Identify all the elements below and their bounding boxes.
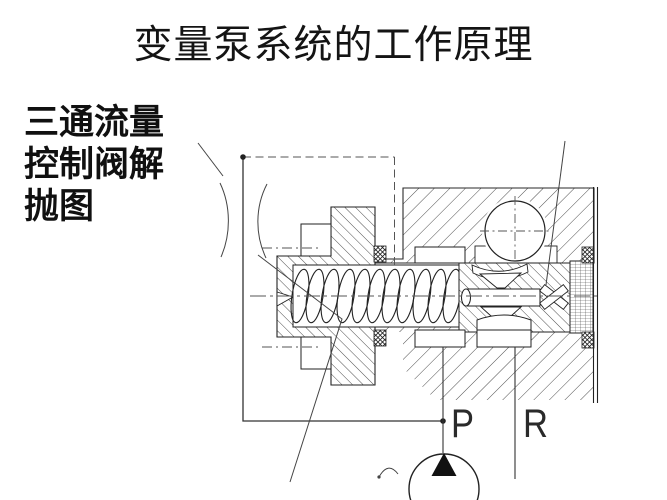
bypass-poppet (476, 314, 532, 331)
seal-ring-left-top (373, 245, 387, 263)
spring-leader (257, 254, 343, 483)
port-land-top (414, 246, 466, 264)
small-arc-dot (377, 475, 381, 479)
junction-dot-top (240, 154, 246, 160)
valve-body (250, 187, 600, 403)
pressure-line-frame (242, 157, 443, 422)
break-mark-left (219, 182, 229, 258)
port-p-label: P (451, 402, 474, 446)
page-title: 变量泵系统的工作原理 (133, 24, 534, 67)
seal-ring-right-top (581, 246, 595, 264)
spool-rod-nose (461, 288, 471, 307)
plug-cone-notch (276, 291, 295, 307)
caption-line-1: 三通流量 (24, 103, 165, 142)
plug-centerlines (262, 247, 322, 348)
port-land-p (414, 329, 466, 348)
small-arc-mark (378, 467, 399, 478)
adjusting-screw-knurl (569, 260, 594, 334)
port-land-r (476, 329, 532, 348)
flow-funnel-top (478, 272, 523, 289)
diagram-caption: 三通流量 控制阀解 抛图 (24, 102, 194, 228)
adjusting-screw-tip (539, 283, 569, 311)
seal-ring-right-bottom (581, 331, 595, 349)
plug-step-bottom (300, 336, 332, 370)
spool-rod (465, 288, 541, 307)
dashed-control-line (243, 156, 395, 265)
compression-spring (290, 268, 462, 324)
port-r-label: R (523, 402, 548, 446)
plug-step-top (300, 223, 332, 257)
seal-ring-left-bottom (373, 329, 387, 347)
body-right-wall (592, 187, 599, 403)
pump-arrow (431, 453, 457, 476)
caption-line-3: 抛图 (24, 187, 95, 226)
hydraulic-schematic-overlay: P R (240, 154, 548, 500)
caption-line-2: 控制阀解 (24, 145, 165, 184)
caption-leader (197, 142, 224, 177)
screw-leader (545, 140, 566, 286)
leader-lines (197, 140, 566, 483)
break-mark-right (257, 183, 268, 259)
pump-symbol (408, 453, 480, 500)
ball-centerlines (480, 196, 551, 266)
